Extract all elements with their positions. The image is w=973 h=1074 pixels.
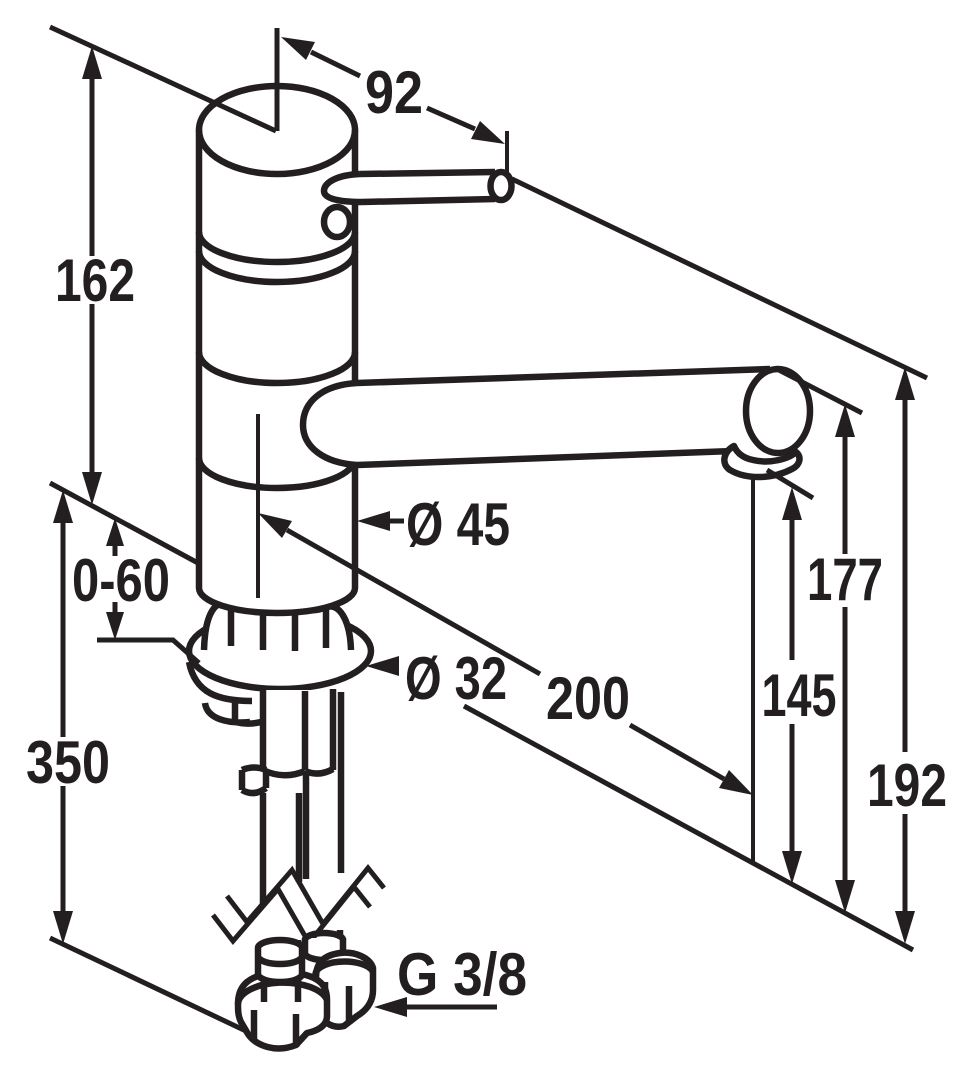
handle-end-knob — [487, 168, 515, 204]
dimension-deck-thickness: 0-60 — [72, 518, 170, 640]
spout-aerator-flange — [721, 442, 803, 481]
top-plane-line — [48, 24, 278, 134]
dimension-arrowhead — [835, 880, 855, 913]
dimension-handle-projection: 92 — [281, 37, 505, 144]
dimension-hose-length: 350 — [26, 490, 110, 944]
dimension-arrowhead — [782, 851, 802, 884]
shank-step — [238, 764, 270, 797]
handle-root-cap — [320, 170, 363, 206]
handle-fill — [327, 172, 511, 202]
faucet-body — [195, 82, 359, 617]
spout-fill — [303, 370, 748, 465]
dimension-arrowhead — [835, 404, 855, 437]
dimension-arrowhead — [53, 490, 73, 523]
dim-label-outlet-height: 145 — [762, 662, 837, 729]
dimension-arrowhead — [374, 997, 407, 1017]
dim-label-deck-thickness: 0-60 — [72, 547, 170, 614]
under-counter-hardware — [185, 661, 386, 1052]
right-hose-ferrule — [301, 929, 347, 964]
dimension-connection-thread: G 3/8 — [374, 941, 527, 1017]
dimension-arrowhead — [53, 911, 73, 944]
collar-ring-upper — [195, 231, 359, 266]
dimension-hole-diameter: Ø 32 — [366, 645, 507, 712]
dim-label-overall-height: 192 — [867, 752, 947, 819]
break-zigzag-upper — [225, 864, 386, 929]
dimension-arrowhead — [82, 46, 102, 79]
castellated-nut-teeth — [227, 601, 330, 651]
counter-plane-line-right — [462, 703, 915, 953]
dim-label-connection-thread: G 3/8 — [397, 941, 527, 1008]
dim-label-body-diameter: Ø 45 — [406, 491, 510, 558]
dimension-arrowhead — [895, 911, 915, 944]
spout-bottom-extension-line — [765, 467, 815, 501]
dimension-arrowhead — [82, 472, 102, 505]
handle-pivot-button — [320, 203, 354, 241]
dimension-outlet-height: 145 — [762, 487, 837, 884]
hose-stub-into-nut — [260, 978, 302, 1002]
dimension-arrowhead — [782, 487, 802, 520]
body-joint-ring-2 — [195, 457, 359, 492]
dim-label-body-height: 162 — [55, 247, 135, 314]
dim-label-hose-length: 350 — [26, 729, 110, 796]
threaded-shank — [259, 689, 337, 779]
dimension-overall-height: 192 — [867, 367, 947, 944]
break-zigzag-lower — [211, 883, 372, 948]
dimension-spout-projection: 200 — [258, 513, 753, 795]
mounting-clip — [185, 661, 271, 727]
dimension-arrowhead — [357, 511, 390, 531]
collar-ring-lower — [195, 250, 359, 286]
dimension-arrowhead — [106, 518, 124, 546]
reference-plane-lines — [48, 480, 915, 1035]
dimension-arrowhead — [106, 612, 124, 640]
right-ferrule-fill — [305, 938, 343, 954]
handle-top-plane-line — [510, 176, 929, 381]
max-deck-thickness-line — [97, 637, 201, 665]
faucet-handle — [320, 168, 515, 241]
left-hose-ferrule — [254, 936, 306, 986]
dimension-arrowhead — [719, 770, 753, 795]
dimension-body-diameter: Ø 45 — [357, 491, 510, 558]
spout-top-and-root — [299, 365, 771, 469]
dimension-arrowhead — [471, 121, 505, 144]
faucet-spout — [299, 365, 814, 481]
dimension-line — [285, 527, 726, 782]
dimension-arrowhead — [281, 37, 315, 60]
dimension-body-height: 162 — [55, 46, 135, 505]
dimension-line — [309, 49, 477, 132]
body-joint-ring-1 — [195, 351, 359, 387]
dimension-arrowhead — [258, 513, 292, 538]
counter-plane-line-left — [48, 480, 200, 566]
dim-label-spout-top-height: 177 — [807, 546, 883, 613]
dim-label-spout-projection: 200 — [546, 665, 630, 732]
supply-hoses-upper — [259, 692, 345, 905]
dimension-spout-top-height: 177 — [807, 404, 883, 913]
body-bottom-arc — [195, 587, 359, 617]
dim-label-hole-diameter: Ø 32 — [405, 645, 507, 712]
shank-fill — [263, 690, 333, 772]
hose-end-plane-line — [48, 935, 250, 1035]
spout-top-extension-line — [773, 365, 864, 416]
step-fill — [242, 770, 266, 792]
spout-bottom — [356, 447, 734, 469]
dimension-arrowhead — [366, 656, 399, 676]
annotations: 92 162 0-60 350 Ø 45 — [26, 24, 947, 1017]
handle-sides — [359, 168, 496, 206]
dim-label-handle-projection: 92 — [365, 59, 423, 126]
dimension-arrowhead — [895, 367, 915, 400]
